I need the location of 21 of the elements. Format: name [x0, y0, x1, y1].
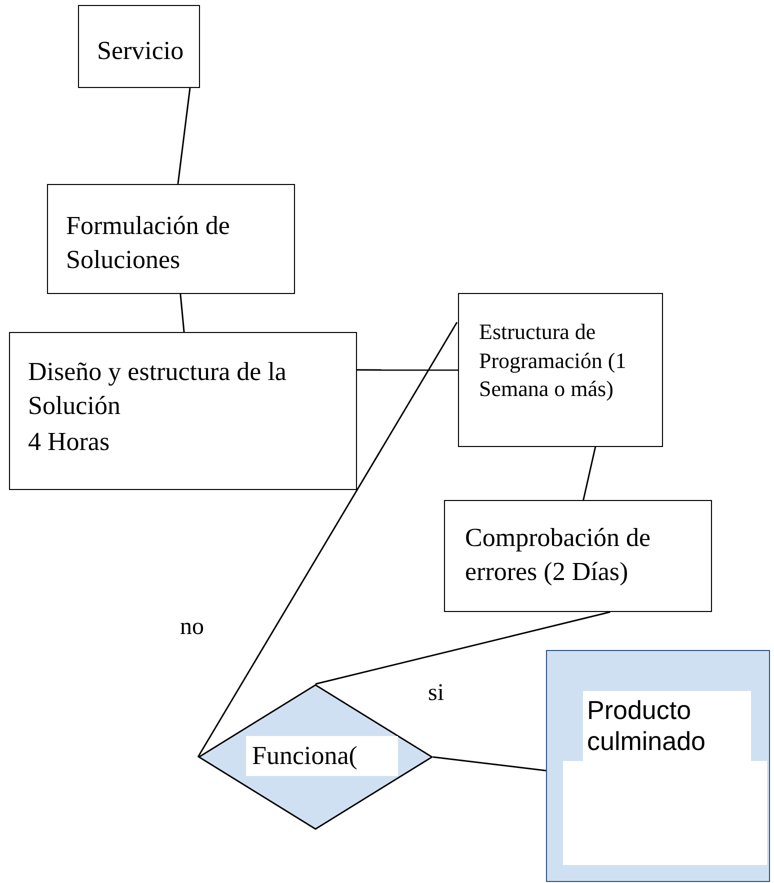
connector-line — [582, 446, 596, 500]
box-text: Formulación de Soluciones — [66, 210, 231, 276]
box-text: Estructura de Programación (1 Semana o más) — [479, 318, 628, 404]
result-box — [546, 650, 770, 882]
process-box — [9, 332, 357, 490]
box-text: Comprobación de errores (2 Días) — [465, 522, 652, 588]
box-text: Diseño y estructura de la Solución — [28, 356, 288, 422]
connector-line — [197, 322, 458, 758]
connector-line — [180, 294, 185, 332]
process-box — [458, 293, 663, 447]
result-text: Producto culminado — [583, 691, 751, 764]
connector-line — [177, 88, 191, 184]
process-box — [78, 5, 200, 88]
connector-line — [357, 369, 458, 371]
connector-line — [315, 611, 610, 685]
box-text: 4 Horas — [28, 426, 111, 458]
box-text: Servicio — [97, 35, 181, 67]
connector-line — [432, 756, 546, 772]
process-box — [47, 184, 295, 294]
process-box — [444, 500, 712, 612]
decision-text: Funciona( — [246, 736, 398, 776]
